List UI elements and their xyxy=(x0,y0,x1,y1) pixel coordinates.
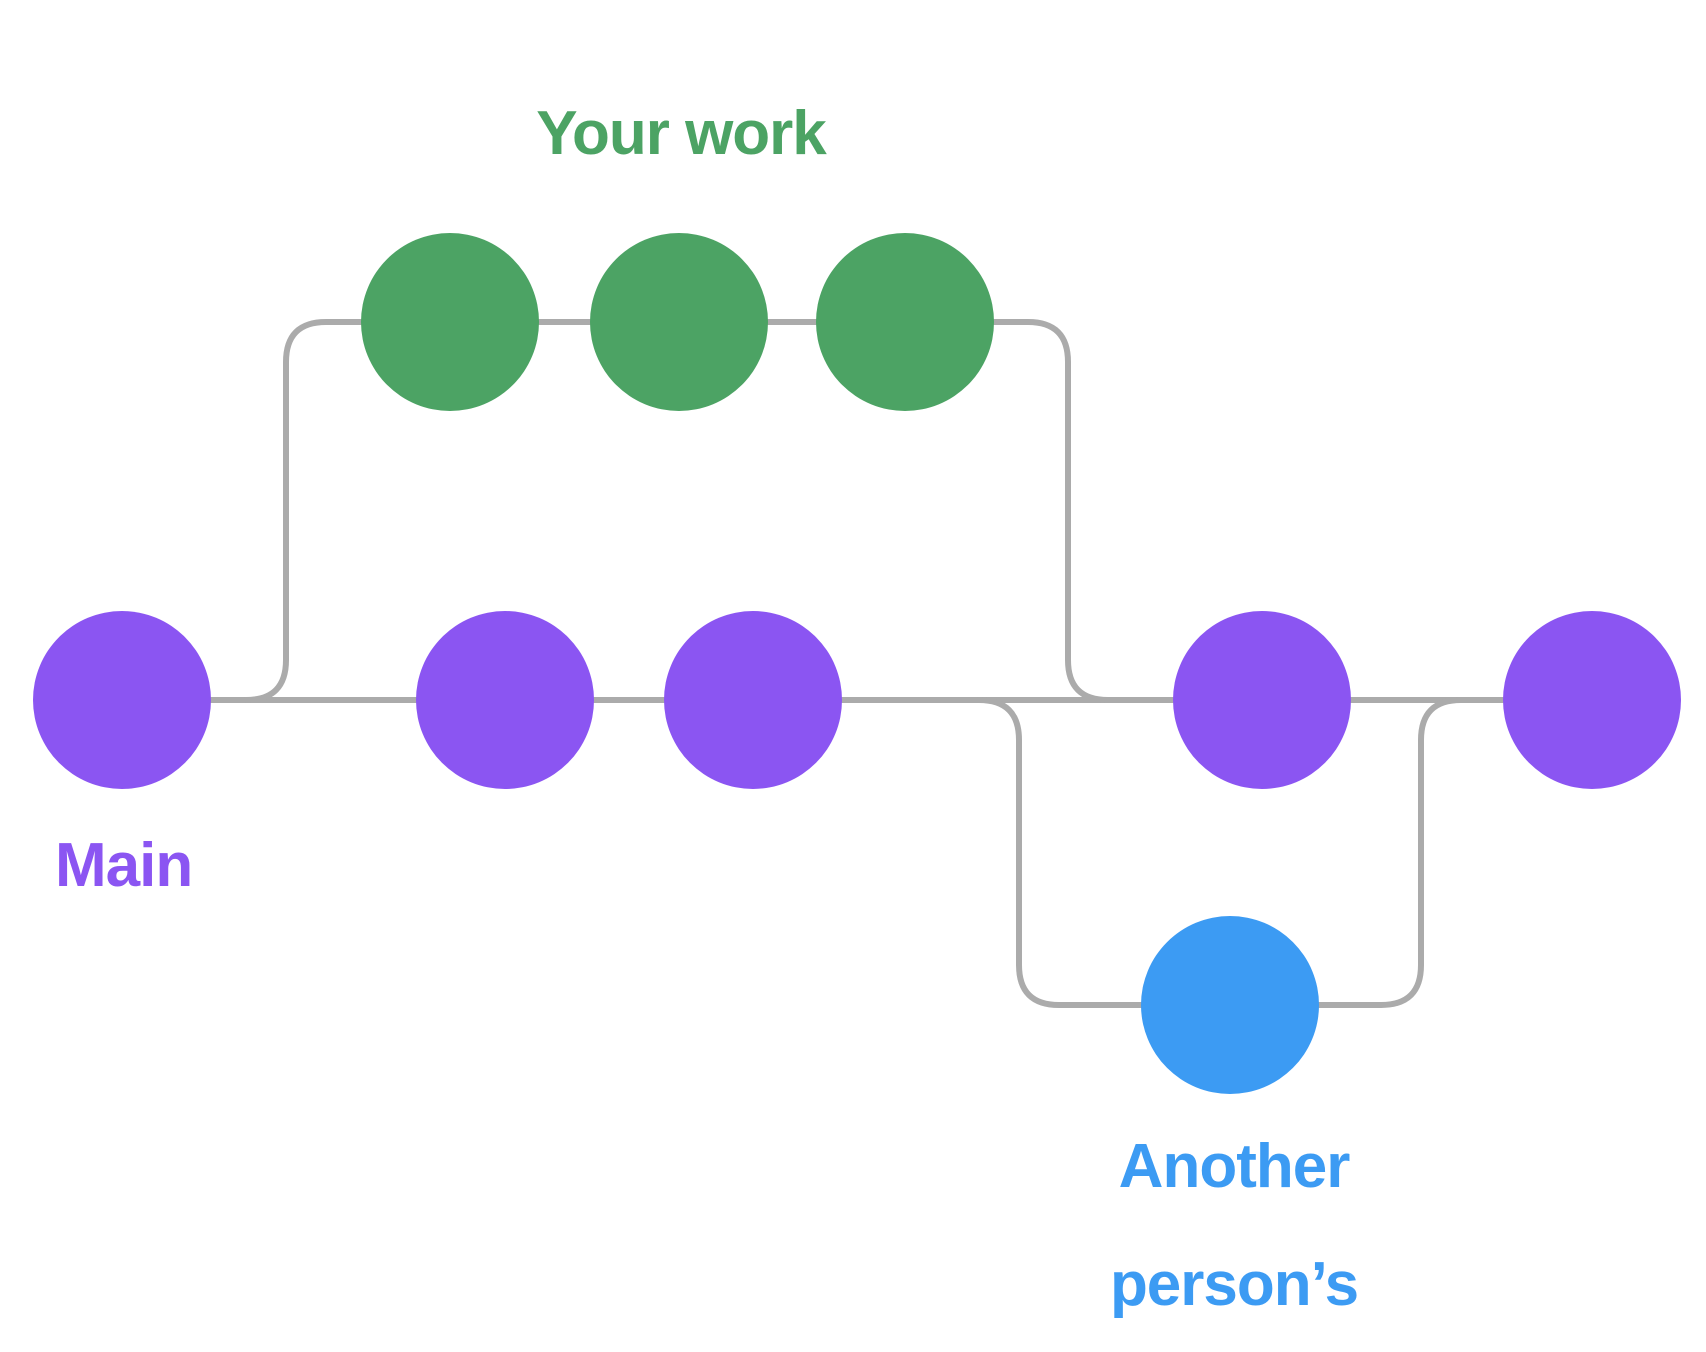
another-person-label: Another person’s work xyxy=(1109,1132,1359,1319)
commit-node-your-work-3 xyxy=(816,233,994,411)
another-person-branch-line xyxy=(976,697,1505,1008)
your-work-branch-line xyxy=(243,319,1178,703)
your-work-label: Your work xyxy=(536,99,827,168)
commit-node-your-work-2 xyxy=(590,233,768,411)
commit-node-your-work-1 xyxy=(361,233,539,411)
commit-node-main-2 xyxy=(416,611,594,789)
commit-node-main-3 xyxy=(664,611,842,789)
commit-node-main-1 xyxy=(33,611,211,789)
commit-node-main-4 xyxy=(1173,611,1351,789)
commit-node-main-5 xyxy=(1503,611,1681,789)
commit-node-another-person-1 xyxy=(1141,916,1319,1094)
main-label: Main xyxy=(55,831,193,900)
